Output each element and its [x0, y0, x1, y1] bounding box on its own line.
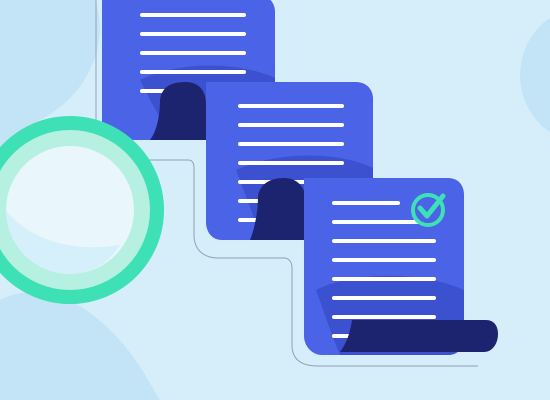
lens-reflection: [6, 210, 120, 274]
sheet-1-curl: [150, 82, 206, 140]
check-circle-icon: [411, 193, 446, 227]
background-blob-right: [520, 17, 550, 133]
magnifier-lens-icon: [0, 116, 164, 304]
sheet-2-curl: [250, 178, 306, 240]
background-blob-bottom-left: [0, 291, 160, 400]
sheet-3-roll: [340, 320, 498, 352]
background-blob-top-left: [0, 0, 100, 160]
